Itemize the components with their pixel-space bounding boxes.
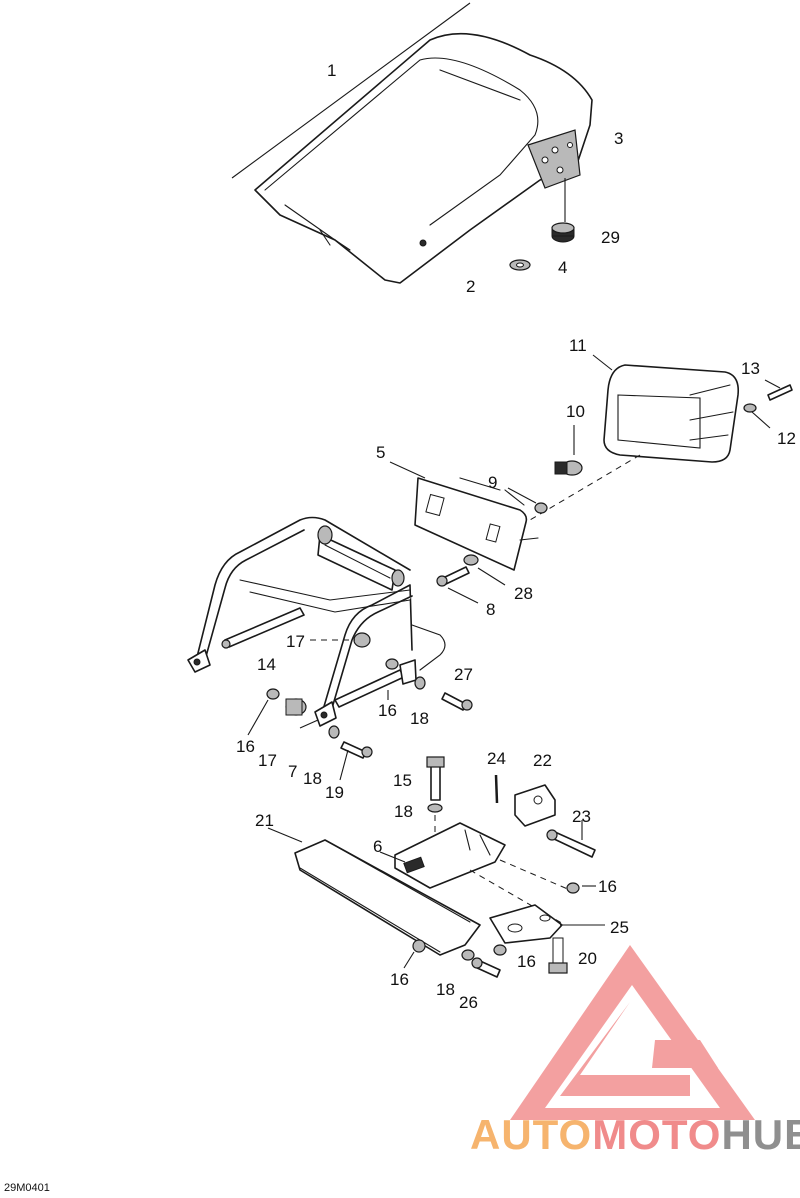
drawing-code: 29M0401 [4,1182,50,1194]
callout-11: 11 [569,336,587,355]
callout-2: 2 [466,277,475,296]
callout-14: 14 [257,655,276,674]
tail-light-assembly [529,354,793,521]
watermark-text-auto: AUTO [470,1111,593,1158]
callout-24: 24 [487,749,506,768]
callout-15: 15 [393,771,412,790]
callout-22: 22 [533,751,552,770]
callout-8: 8 [486,600,495,619]
callout-17: 17 [258,751,277,770]
rack-frame-assembly [187,516,473,781]
callout-21: 21 [255,811,274,830]
callout-12: 12 [777,429,796,448]
callout-18: 18 [410,709,429,728]
callout-23: 23 [572,807,591,826]
callout-28: 28 [514,584,533,603]
watermark-text-hub: HUB [721,1111,800,1158]
callout-16: 16 [598,877,617,896]
callout-6: 6 [373,837,382,856]
callout-16: 16 [390,970,409,989]
callout-27: 27 [454,665,473,684]
lower-bracket-assembly [267,756,605,978]
callout-16: 16 [236,737,255,756]
callout-10: 10 [566,402,585,421]
callout-26: 26 [459,993,478,1012]
callout-20: 20 [578,949,597,968]
callout-25: 25 [610,918,629,937]
license-bracket-assembly [389,461,548,604]
callout-16: 16 [517,952,536,971]
callout-1: 1 [327,61,336,80]
callout-5: 5 [376,443,385,462]
callout-16: 16 [378,701,397,720]
callout-13: 13 [741,359,760,378]
callout-18: 18 [303,769,322,788]
callout-7: 7 [288,762,297,781]
callout-19: 19 [325,783,344,802]
callout-9: 9 [488,473,497,492]
watermark-text-moto: MOTO [592,1111,722,1158]
callout-labels: 1 3 29 4 2 11 13 10 12 5 9 28 8 14 17 16… [236,61,796,1012]
watermark-logo [510,945,755,1120]
watermark-text: AUTOMOTOHUB [470,1114,800,1156]
callout-29: 29 [601,228,620,247]
seat-assembly [231,2,593,284]
callout-17: 17 [286,632,305,651]
callout-4: 4 [558,258,567,277]
callout-18: 18 [436,980,455,999]
callout-3: 3 [614,129,623,148]
callout-18: 18 [394,802,413,821]
